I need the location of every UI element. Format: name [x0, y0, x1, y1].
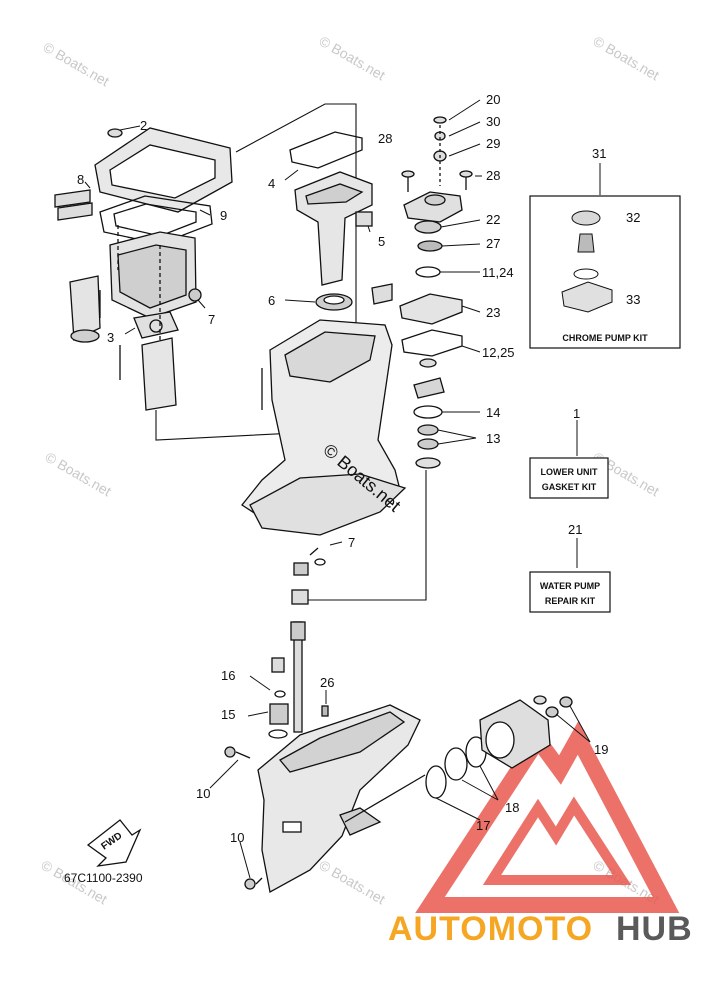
callout-19: 19 [594, 742, 608, 757]
watermark-tc: © Boats.net [317, 33, 389, 84]
callout-12-25: 12,25 [482, 345, 515, 360]
callout-14: 14 [486, 405, 500, 420]
callout-1: 1 [573, 406, 580, 421]
watermark-tl: © Boats.net [41, 39, 113, 90]
lower-unit-assembly [86, 621, 573, 894]
callout-9: 9 [220, 208, 227, 223]
callout-28-right: 28 [486, 168, 500, 183]
callout-6: 6 [268, 293, 275, 308]
callout-22: 22 [486, 212, 500, 227]
water-pump-kit-line1: WATER PUMP [540, 581, 600, 591]
watermark-ml: © Boats.net [43, 449, 115, 500]
water-pump-kit-line2: REPAIR KIT [545, 596, 596, 606]
callout-15: 15 [221, 707, 235, 722]
callout-10-top: 10 [196, 786, 210, 801]
brand-part1: AUTOMOTO [388, 910, 593, 948]
chrome-pump-kit-box: CHROME PUMP KIT [529, 195, 681, 349]
callout-8: 8 [77, 172, 84, 187]
callout-17: 17 [476, 818, 490, 833]
callout-30: 30 [486, 114, 500, 129]
water-pump-parts [399, 116, 473, 469]
callout-31: 31 [592, 146, 606, 161]
automotohub-wordmark: AUTOMOTO HUB [388, 910, 693, 948]
water-pump-repair-kit-box: WATER PUMP REPAIR KIT [529, 571, 611, 613]
callout-21: 21 [568, 522, 582, 537]
drive-shaft-housing [241, 131, 427, 605]
callout-16: 16 [221, 668, 235, 683]
callout-13: 13 [486, 431, 500, 446]
watermark-tr: © Boats.net [591, 33, 663, 84]
lower-unit-kit-line2: GASKET KIT [542, 482, 597, 492]
callout-18: 18 [505, 800, 519, 815]
diagram-code: 67C1100-2390 [64, 871, 143, 885]
callout-26: 26 [320, 675, 334, 690]
callout-23: 23 [486, 305, 500, 320]
chrome-pump-kit-label: CHROME PUMP KIT [562, 333, 648, 343]
watermark-bc: © Boats.net [317, 857, 389, 908]
callout-33: 33 [626, 292, 640, 307]
callout-28-left: 28 [378, 131, 392, 146]
callout-3: 3 [107, 330, 114, 345]
leader-lines [84, 99, 622, 879]
upper-casing-assembly [54, 103, 357, 441]
callout-7-mid: 7 [348, 535, 355, 550]
automotohub-logo [415, 721, 680, 913]
callout-5: 5 [378, 234, 385, 249]
callout-11-24: 11,24 [482, 265, 514, 280]
lower-unit-gasket-kit-box: LOWER UNIT GASKET KIT [529, 457, 609, 499]
callout-4: 4 [268, 176, 275, 191]
lower-unit-kit-line1: LOWER UNIT [541, 467, 598, 477]
callout-27: 27 [486, 236, 500, 251]
callout-10-bottom: 10 [230, 830, 244, 845]
callouts: 2 8 9 3 7 4 5 6 20 30 29 28 28 22 27 11,… [77, 92, 640, 845]
callout-7-top: 7 [208, 312, 215, 327]
callout-32: 32 [626, 210, 640, 225]
callout-20: 20 [486, 92, 500, 107]
brand-part2: HUB [616, 910, 693, 948]
callout-2: 2 [140, 118, 147, 133]
callout-29: 29 [486, 136, 500, 151]
